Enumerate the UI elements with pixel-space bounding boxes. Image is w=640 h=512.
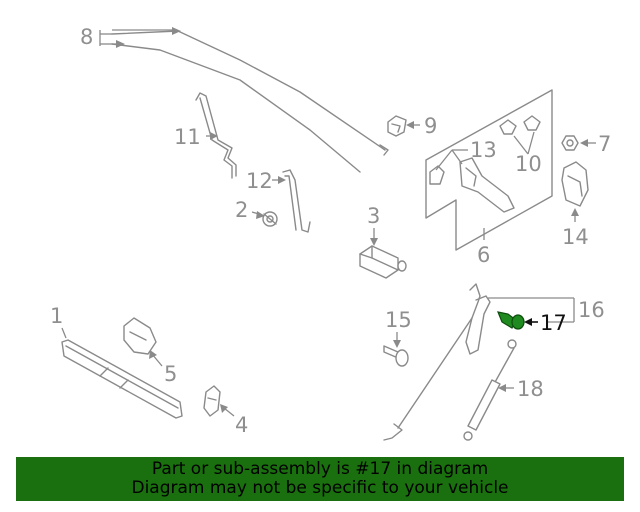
callout-label-2: 2 xyxy=(235,198,248,222)
part-1-seal-strip xyxy=(61,339,183,419)
callout-8: 8 xyxy=(80,25,181,49)
part-6-panel xyxy=(425,89,553,251)
callout-9: 9 xyxy=(406,114,437,138)
part-12-prop-rod xyxy=(282,169,311,233)
callout-label-3: 3 xyxy=(367,204,380,228)
callout-label-17: 17 xyxy=(540,311,567,335)
part-10-clips xyxy=(499,115,541,135)
callout-14: 14 xyxy=(562,208,589,249)
part-4-clip xyxy=(203,385,221,417)
callout-label-15: 15 xyxy=(385,308,412,332)
callout-10: 10 xyxy=(513,131,542,176)
part-13-latch-arm xyxy=(429,157,515,213)
callout-label-14: 14 xyxy=(562,225,589,249)
info-banner: Part or sub-assembly is #17 in diagram D… xyxy=(16,457,624,501)
part-8-hood-rod xyxy=(111,30,389,173)
banner-line-1: Part or sub-assembly is #17 in diagram xyxy=(151,459,489,479)
part-17-bolt-highlighted xyxy=(497,311,525,330)
callout-label-8: 8 xyxy=(80,25,93,49)
callout-label-12: 12 xyxy=(246,169,273,193)
callout-label-18: 18 xyxy=(517,377,544,401)
callout-7: 7 xyxy=(580,132,611,156)
part-5-bumper xyxy=(123,317,157,355)
callout-17: 17 xyxy=(524,311,567,335)
callout-1: 1 xyxy=(50,304,67,339)
callout-5: 5 xyxy=(149,350,177,386)
callout-label-6: 6 xyxy=(477,243,490,267)
callout-6: 6 xyxy=(477,228,490,267)
part-7-nut xyxy=(561,135,579,151)
part-14-latch-bracket xyxy=(561,161,589,207)
callout-label-5: 5 xyxy=(164,362,177,386)
part-9-clip xyxy=(387,115,407,137)
callout-label-9: 9 xyxy=(424,114,437,138)
callout-11: 11 xyxy=(174,125,218,149)
callout-label-1: 1 xyxy=(50,304,63,328)
part-3-actuator xyxy=(359,245,407,279)
callout-3: 3 xyxy=(367,204,380,246)
callout-13: 13 xyxy=(435,138,497,171)
callout-2: 2 xyxy=(235,198,265,222)
callout-15: 15 xyxy=(385,308,412,348)
callout-12: 12 xyxy=(246,169,286,193)
callout-label-13: 13 xyxy=(470,138,497,162)
part-16-release-cable xyxy=(383,283,491,441)
callout-label-16: 16 xyxy=(578,298,605,322)
part-2-grommet xyxy=(262,211,278,227)
banner-line-2: Diagram may not be specific to your vehi… xyxy=(131,478,509,498)
callout-18: 18 xyxy=(498,377,544,401)
callout-16: 16 xyxy=(488,297,605,323)
part-18-gas-strut xyxy=(463,339,517,441)
part-15-bolt xyxy=(383,345,409,367)
callout-4: 4 xyxy=(220,404,248,437)
callout-label-10: 10 xyxy=(515,152,542,176)
callout-label-4: 4 xyxy=(235,413,248,437)
callout-label-11: 11 xyxy=(174,125,201,149)
callout-label-7: 7 xyxy=(598,132,611,156)
